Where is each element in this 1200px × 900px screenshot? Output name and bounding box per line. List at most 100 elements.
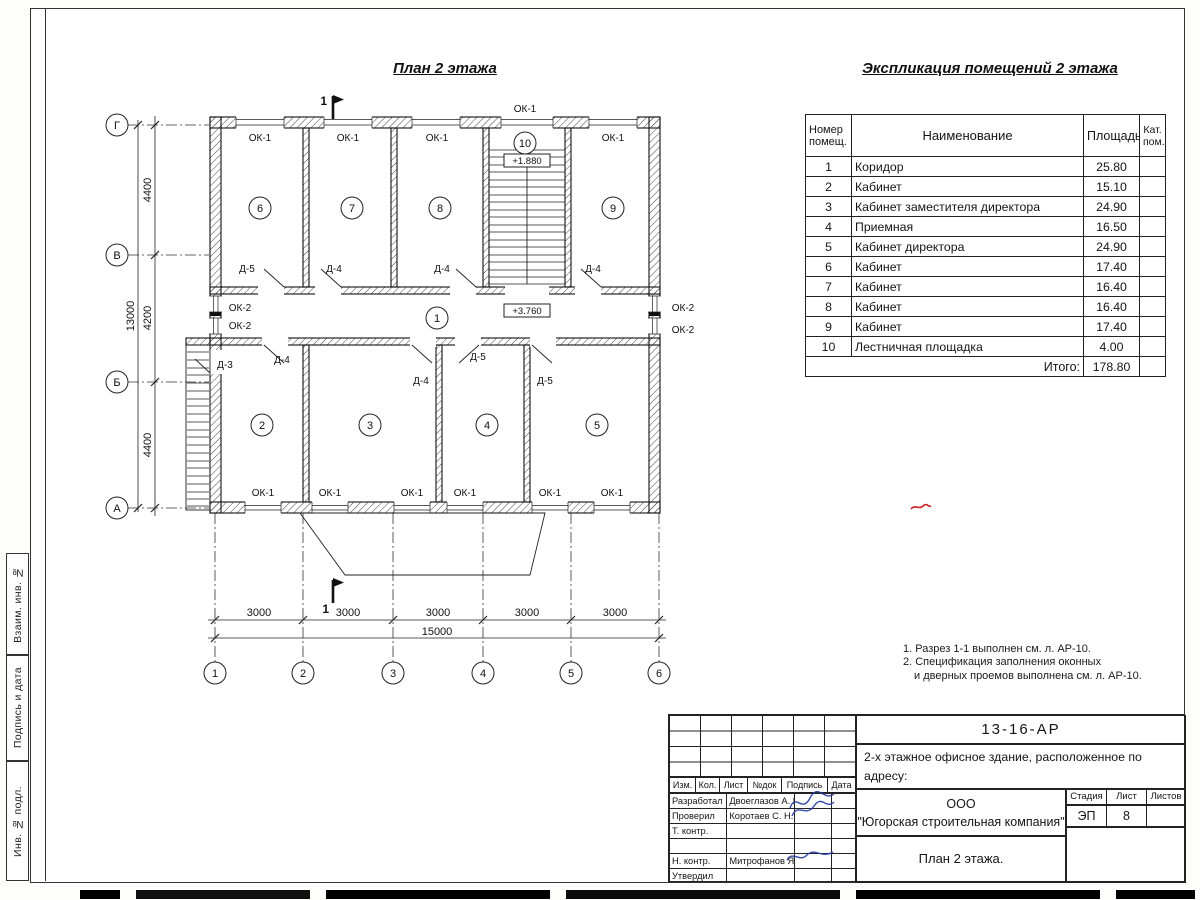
- company-name-line: "Югорская строительная компания": [857, 814, 1065, 829]
- notes: 1. Разрез 1-1 выполнен см. л. АР-10. 2. …: [903, 643, 1142, 683]
- section-label: 1: [320, 94, 327, 108]
- signature-cell: [794, 824, 833, 839]
- signature-scribble: [789, 791, 835, 817]
- room-name-cell: Кабинет: [851, 276, 1084, 297]
- dim-label: 3000: [247, 607, 271, 619]
- room-name-cell: Кабинет: [851, 176, 1084, 197]
- table-row: 9 Кабинет 17.40: [805, 316, 1166, 337]
- total-value: 178.80: [1083, 356, 1140, 377]
- table-row: 3 Кабинет заместителя директора 24.90: [805, 196, 1166, 217]
- door-label: Д-5: [470, 352, 486, 363]
- elevation-mark: +1.880: [512, 156, 541, 167]
- stage-value-row: ЭП 8: [1066, 805, 1186, 827]
- room-name-cell: Кабинет: [851, 316, 1084, 337]
- window-glazing: [213, 119, 658, 511]
- note-line: 1. Разрез 1-1 выполнен см. л. АР-10.: [903, 643, 1091, 655]
- axis-label: Б: [113, 377, 120, 389]
- door-label: Д-4: [274, 355, 290, 366]
- titleblock-role-row: [670, 839, 855, 854]
- change-header: Лист: [720, 778, 748, 792]
- dim-label: 4200: [142, 306, 154, 330]
- room-number-cell: 1: [805, 156, 852, 177]
- dim-total-label: 15000: [422, 626, 453, 638]
- room-number-cell: 2: [805, 176, 852, 197]
- date-cell: [832, 869, 855, 883]
- window-label: ОК-2: [672, 325, 695, 336]
- stage-value: ЭП: [1067, 806, 1107, 826]
- name-cell: Коротаев С. Н.: [727, 809, 795, 824]
- window-label: ОК-1: [252, 488, 275, 499]
- col-header-area: Площадь: [1083, 114, 1140, 157]
- room-category-cell: [1139, 316, 1166, 337]
- name-cell: [727, 824, 795, 839]
- exterior-stair-outline: [185, 344, 211, 511]
- room-number-cell: 5: [805, 236, 852, 257]
- window-label: ОК-1: [401, 488, 424, 499]
- room-name-cell: Коридор: [851, 156, 1084, 177]
- wall-pier: [210, 311, 221, 316]
- door-label: Д-4: [413, 376, 429, 387]
- openings: [194, 116, 661, 514]
- side-strip-label: Взаим. инв. №: [11, 565, 24, 643]
- axis-label: А: [113, 503, 121, 515]
- axis-label: 2: [300, 668, 306, 680]
- axis-label: 5: [568, 668, 574, 680]
- table-row: 1 Коридор 25.80: [805, 156, 1166, 177]
- window-label: ОК-2: [229, 321, 252, 332]
- doc-number: 13-16-АР: [856, 715, 1186, 744]
- window-label: ОК-1: [602, 133, 625, 144]
- table-row: 6 Кабинет 17.40: [805, 256, 1166, 277]
- change-header: Подпись: [782, 778, 828, 792]
- room-schedule-table: Номер помещ. Наименование Площадь Кат. п…: [805, 114, 1166, 377]
- room-name-cell: Кабинет: [851, 296, 1084, 317]
- room-number: 6: [257, 203, 263, 215]
- titleblock-role-row: Н. контр. Митрофанов Я. А.: [670, 854, 855, 869]
- room-category-cell: [1139, 156, 1166, 177]
- sheet-frame-margin: [45, 8, 46, 881]
- section-marks: 1 1: [320, 94, 344, 616]
- date-cell: [832, 854, 855, 869]
- window-label: ОК-1: [514, 104, 537, 115]
- change-grid: [669, 715, 856, 777]
- role-cell: Проверил: [670, 809, 728, 824]
- door-label: Д-3: [217, 360, 233, 371]
- approval-empty-cell: [1066, 827, 1186, 883]
- room-name-cell: Кабинет директора: [851, 236, 1084, 257]
- signature-cell: [794, 839, 833, 854]
- name-cell: [727, 869, 795, 883]
- window-label: ОК-2: [229, 303, 252, 314]
- dim-label: 4400: [142, 433, 154, 457]
- table-row: 7 Кабинет 16.40: [805, 276, 1166, 297]
- signature-cell: [794, 809, 833, 824]
- project-description: 2-х этажное офисное здание, расположенно…: [856, 744, 1186, 789]
- room-area-cell: 16.40: [1083, 276, 1140, 297]
- room-area-cell: 16.40: [1083, 296, 1140, 317]
- room-number: 3: [367, 420, 373, 432]
- exterior-stair-treads: [187, 351, 209, 507]
- room-number-cell: 6: [805, 256, 852, 277]
- room-category-cell: [1139, 296, 1166, 317]
- change-header: Дата: [831, 780, 852, 790]
- door-label: Д-4: [326, 264, 342, 275]
- project-description-line: 2-х этажное офисное здание, расположенно…: [864, 750, 1142, 784]
- room-number-cell: 8: [805, 296, 852, 317]
- role-cell: Н. контр.: [670, 854, 728, 869]
- room-area-cell: 16.50: [1083, 216, 1140, 237]
- name-cell: Митрофанов Я. А.: [727, 854, 795, 869]
- schedule-header-row: Номер помещ. Наименование Площадь Кат. п…: [805, 114, 1166, 157]
- axis-grid-lines: [128, 124, 660, 662]
- date-cell: [832, 824, 855, 839]
- change-header: №док: [748, 778, 782, 792]
- room-number-cell: 9: [805, 316, 852, 337]
- table-row: 2 Кабинет 15.10: [805, 176, 1166, 197]
- side-strip-label: Инв. № подл.: [11, 785, 24, 857]
- dim-label: 4400: [142, 178, 154, 202]
- signature-scribble: [786, 851, 834, 861]
- name-cell: Двоеглазов А. В.: [727, 794, 795, 809]
- window-label: ОК-1: [454, 488, 477, 499]
- room-number-cell: 7: [805, 276, 852, 297]
- door-label: Д-5: [537, 376, 553, 387]
- window-label: ОК-1: [249, 133, 272, 144]
- room-category-cell: [1139, 336, 1166, 357]
- col-header-name: Наименование: [851, 114, 1084, 157]
